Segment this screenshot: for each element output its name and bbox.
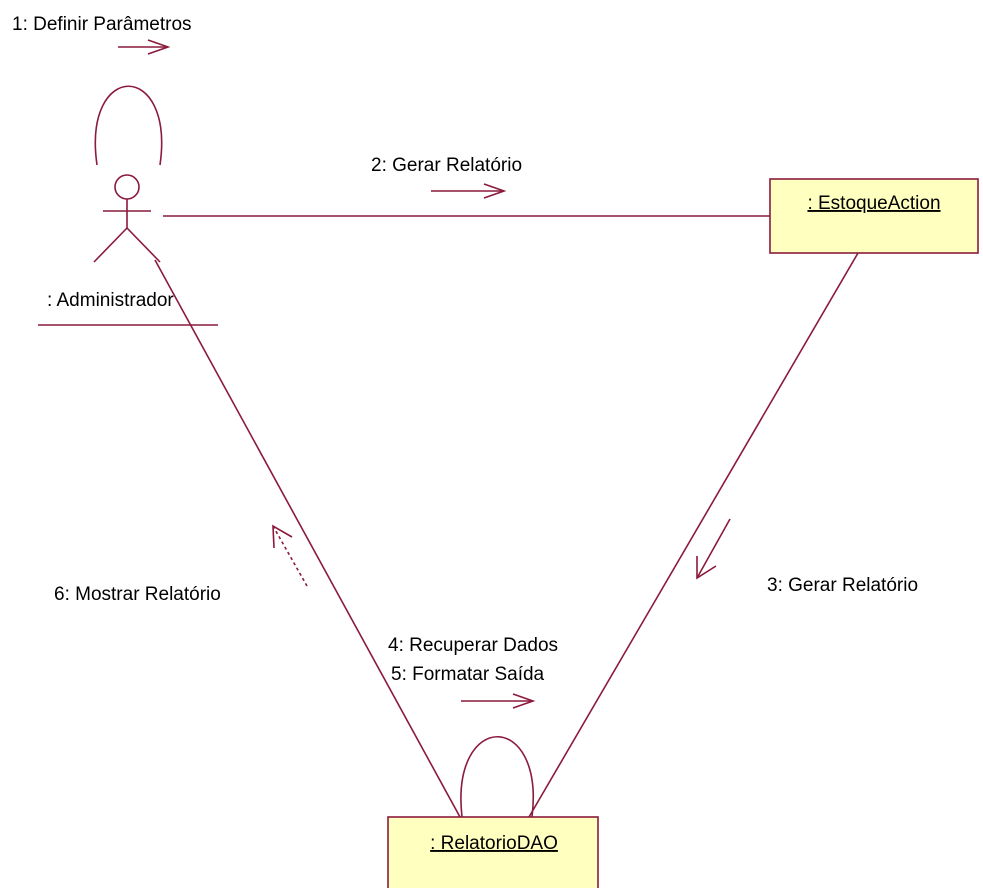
message-2-arrow (431, 183, 507, 199)
actor-left-leg (93, 227, 128, 263)
message-1-arrow (118, 39, 171, 55)
actor-label: : Administrador (47, 290, 174, 311)
actor-administrador[interactable]: : Administrador (38, 174, 218, 326)
link-estoque-relatorio (528, 252, 859, 818)
message-3-arrow (696, 518, 731, 580)
relatorio-dao-box (387, 816, 599, 888)
actor-head (114, 174, 140, 200)
message-6-label: 6: Mostrar Relatório (54, 584, 221, 605)
message-4-label: 4: Recuperar Dados (388, 635, 558, 656)
message-1-label: 1: Definir Parâmetros (12, 14, 192, 35)
message-3-label: 3: Gerar Relatório (767, 575, 918, 596)
message-4-5-arrow (461, 693, 536, 709)
estoque-action-box (769, 178, 979, 254)
message-6-arrow (272, 524, 308, 587)
relatorio-dao-label: : RelatorioDAO (430, 833, 558, 854)
actor-right-leg (126, 227, 161, 263)
object-relatorio-dao[interactable]: : RelatorioDAO (387, 816, 599, 888)
link-actor-relatorio (154, 259, 461, 818)
message-2-label: 2: Gerar Relatório (371, 155, 522, 176)
message-5-label: 5: Formatar Saída (391, 664, 545, 685)
actor-self-loop (94, 85, 163, 166)
object-estoque-action[interactable]: : EstoqueAction (769, 178, 979, 254)
estoque-action-label: : EstoqueAction (807, 193, 940, 214)
relatorio-self-loop (460, 735, 535, 818)
